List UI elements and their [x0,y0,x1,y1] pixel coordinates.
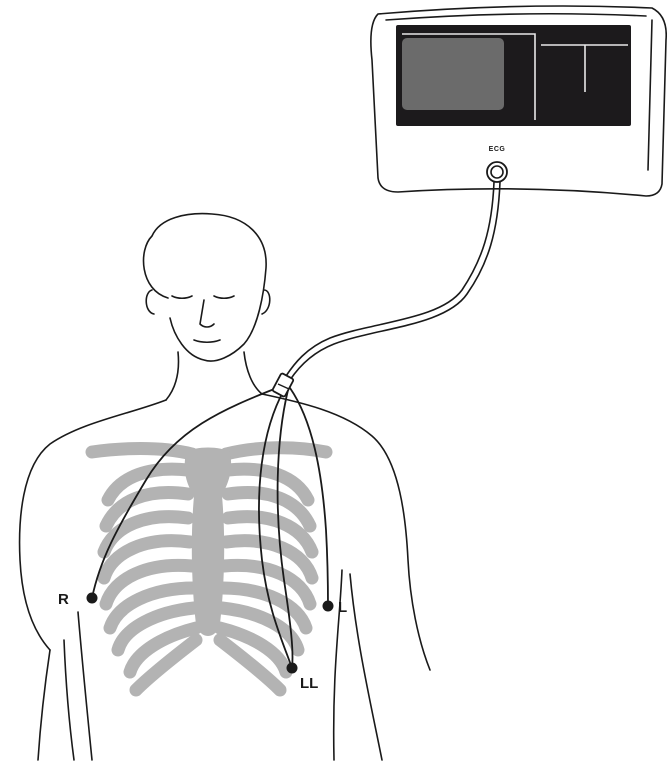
electrode-l-dot [323,601,334,612]
patient-head [144,214,267,361]
clavicle-right [226,448,326,454]
ecg-monitor: ECG [371,6,666,196]
patient-mouth [194,340,220,342]
ecg-cable [286,182,500,380]
cable-junction [272,373,294,397]
patient-neck-left [166,352,179,400]
electrode-r-dot [87,593,98,604]
patient-eye-right [214,296,234,298]
clavicle-left [92,449,192,455]
ribs-right [220,469,312,672]
electrode-r: R [58,591,98,608]
patient-arm-outer-left [38,650,50,760]
electrode-r-label: R [58,591,69,608]
electrode-ll-dot [287,663,298,674]
ribs-left [104,469,196,672]
ribcage [92,448,326,691]
electrode-l-label: L [338,599,347,616]
electrode-ll: LL [287,663,319,693]
patient-arm-inner-left [78,612,92,760]
cable-outline-a [286,182,494,376]
patient-side-right [350,574,382,760]
patient-ear-left [146,290,154,314]
monitor-label: ECG [489,146,506,153]
patient-nose [200,300,214,327]
patient-side-left [64,640,74,760]
electrode-ll-label: LL [300,675,318,692]
monitor-port [487,162,507,182]
patient-eye-left [172,296,192,298]
electrode-l: L [323,599,348,616]
monitor-screen-panel [402,38,504,110]
patient-neck-right [244,352,262,394]
